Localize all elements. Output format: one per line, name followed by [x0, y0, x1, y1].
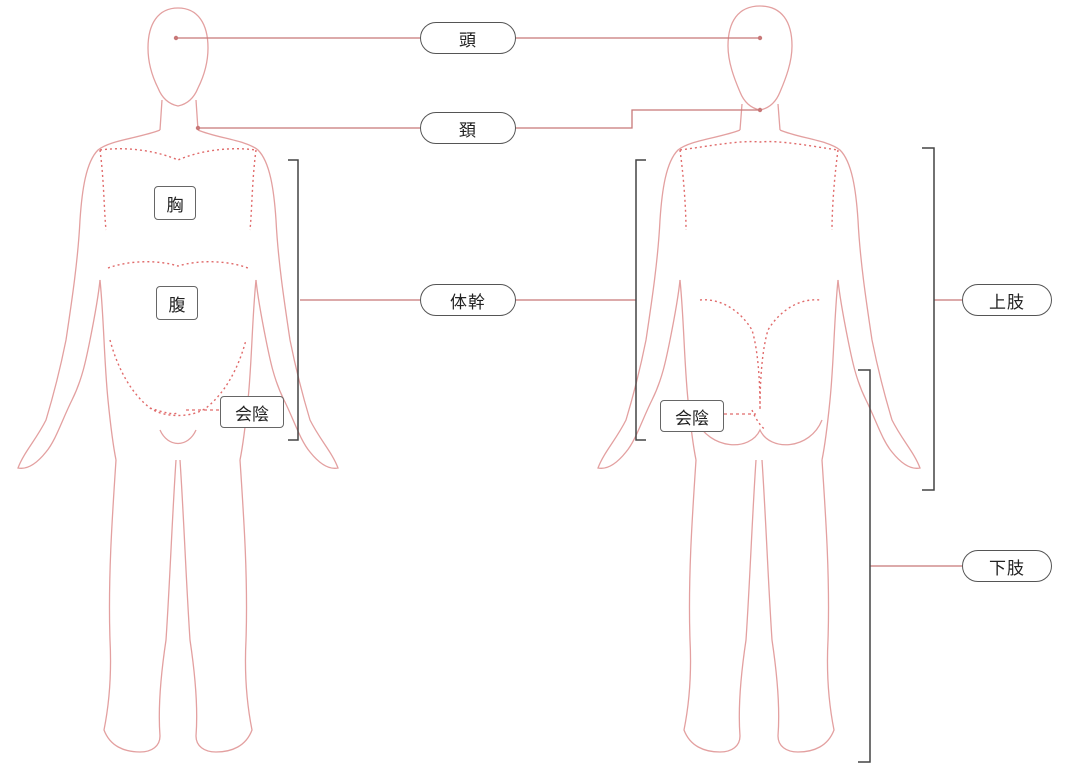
front-figure [18, 8, 338, 752]
back-region-lines [680, 142, 838, 430]
label-upper-limb: 上肢 [962, 284, 1052, 316]
label-perineum-back: 会陰 [660, 400, 724, 432]
label-lower-limb: 下肢 [962, 550, 1052, 582]
label-head: 頭 [420, 22, 516, 54]
label-perineum-front: 会陰 [220, 396, 284, 428]
label-abdomen: 腹 [156, 286, 198, 320]
label-chest: 胸 [154, 186, 196, 220]
brackets [288, 148, 934, 762]
back-figure [598, 6, 920, 752]
label-neck: 頚 [420, 112, 516, 144]
label-trunk: 体幹 [420, 284, 516, 316]
leader-lines [176, 38, 962, 566]
